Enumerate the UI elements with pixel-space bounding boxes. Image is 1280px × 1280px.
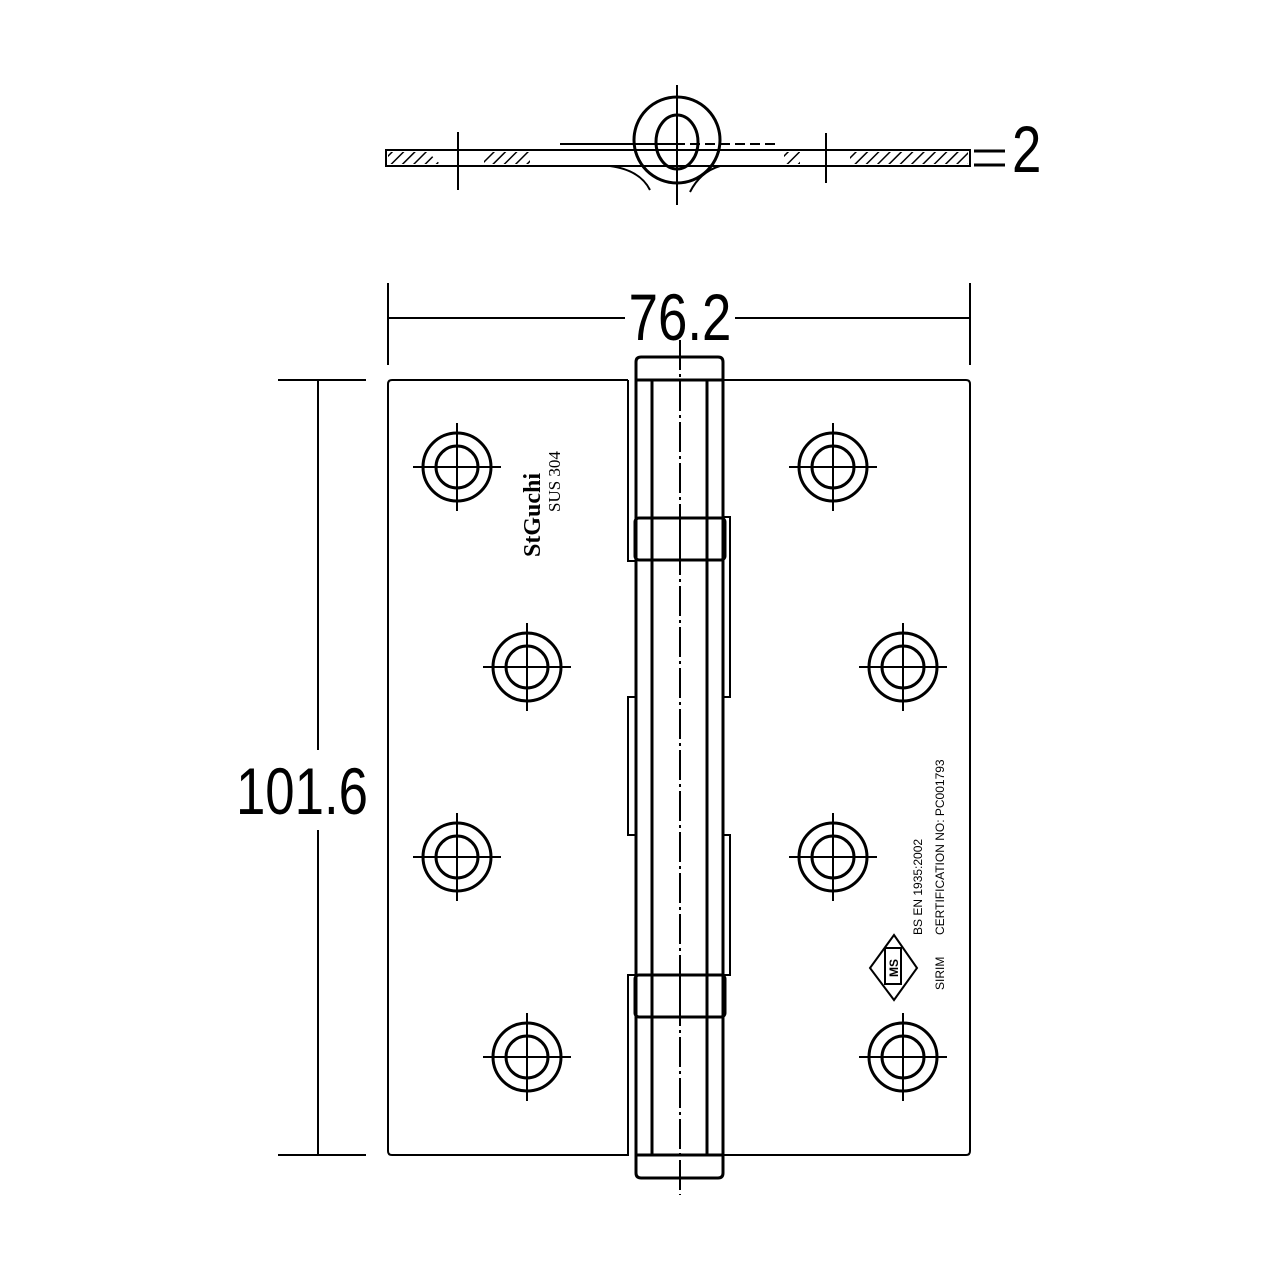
hinge-knuckle <box>633 340 727 1195</box>
height-dimension: 101.6 <box>232 379 372 1156</box>
ms-logo: MS <box>868 933 919 1002</box>
screw-hole <box>789 813 877 901</box>
thickness-dimension: 2 <box>1012 112 1041 186</box>
screw-hole <box>483 1013 571 1101</box>
brand-name: StGuchi <box>520 473 546 557</box>
screw-hole <box>413 423 501 511</box>
screw-holes <box>413 423 947 1101</box>
screw-hole <box>859 1013 947 1101</box>
material-grade: SUS 304 <box>545 451 564 512</box>
screw-hole <box>789 423 877 511</box>
cert-number-text: CERTIFICATION NO: PC001793 <box>933 759 947 935</box>
screw-hole <box>859 623 947 711</box>
screw-hole <box>483 623 571 711</box>
sirim-text: SIRIM <box>933 957 947 990</box>
certification-marking: BS EN 1935:2002 CERTIFICATION NO: PC0017… <box>868 759 947 1002</box>
brand-marking: StGuchi SUS 304 <box>520 451 564 557</box>
standard-text: BS EN 1935:2002 <box>911 839 925 935</box>
height-label: 101.6 <box>236 754 368 828</box>
screw-hole <box>413 813 501 901</box>
svg-text:MS: MS <box>887 959 901 977</box>
hinge-leaves <box>387 379 971 1156</box>
width-dimension: 76.2 <box>387 280 971 365</box>
section-view: 2 <box>385 85 1041 205</box>
